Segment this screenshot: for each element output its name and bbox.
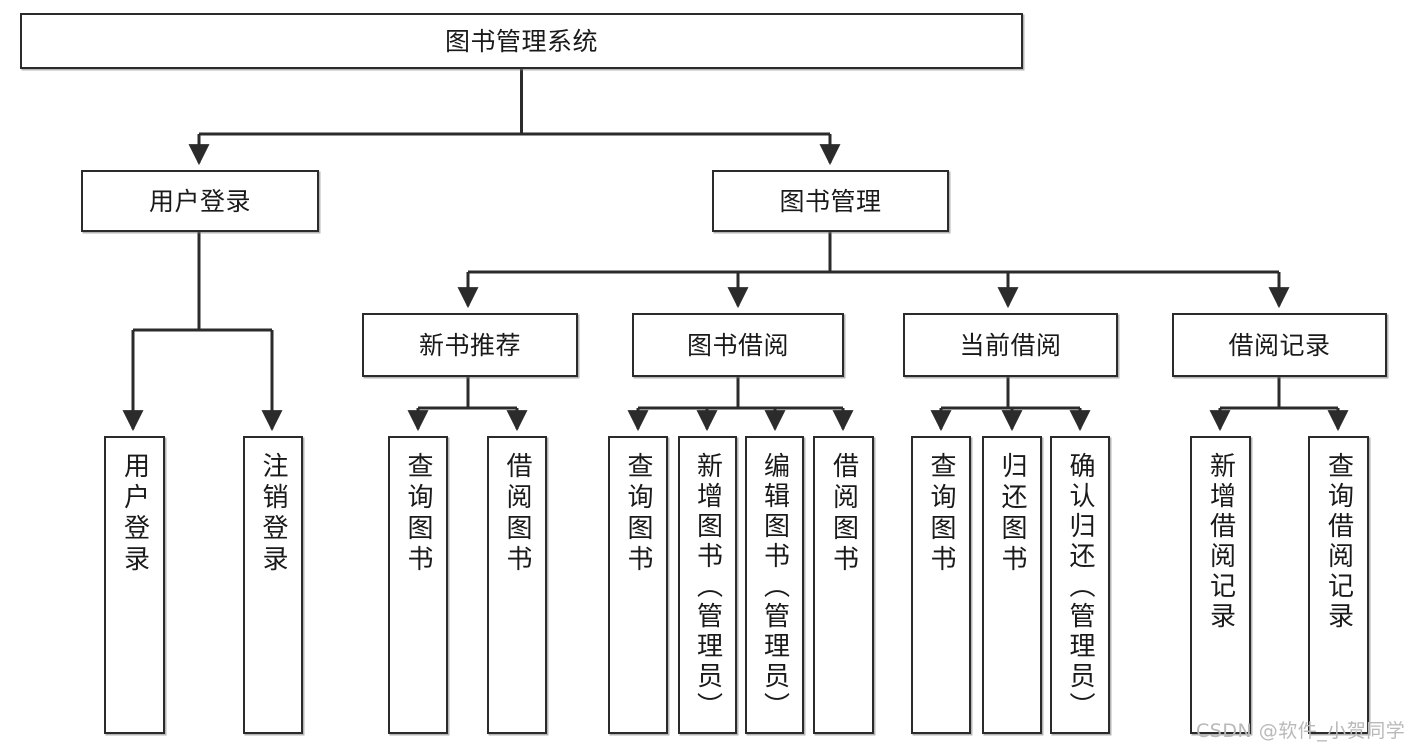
leaf-confirm-return-label: 确认归还（管理员） [1065,452,1095,722]
leaf-edit-book-label: 编辑图书（管理员） [759,452,790,722]
node-book-manage[interactable]: 图书管理 [712,170,949,232]
leaf-borrow-book-1[interactable]: 借阅图书 [487,436,547,734]
leaf-user-login[interactable]: 用户登录 [104,436,165,734]
csdn-watermark: CSDN @软件_小贺同学 [1196,720,1405,742]
leaf-borrow-book-2-label: 借阅图书 [828,452,859,576]
node-new-book-rec-label: 新书推荐 [418,330,521,360]
leaf-add-book-label: 新增图书（管理员） [692,452,723,722]
leaf-return-book[interactable]: 归还图书 [982,436,1042,734]
leaf-add-record[interactable]: 新增借阅记录 [1190,436,1251,734]
node-current-borrow[interactable]: 当前借阅 [903,313,1118,377]
leaf-query-book-2-label: 查询图书 [623,452,653,576]
leaf-logout[interactable]: 注销登录 [243,436,303,734]
node-book-manage-label: 图书管理 [779,186,882,216]
node-book-borrow[interactable]: 图书借阅 [632,313,844,377]
leaf-query-book-1-label: 查询图书 [403,452,433,576]
leaf-edit-book[interactable]: 编辑图书（管理员） [745,436,804,734]
node-new-book-rec[interactable]: 新书推荐 [362,313,578,377]
leaf-add-record-label: 新增借阅记录 [1205,452,1236,632]
leaf-user-login-label: 用户登录 [119,452,150,576]
node-borrow-record-label: 借阅记录 [1228,330,1331,360]
leaf-query-book-1[interactable]: 查询图书 [388,436,448,734]
leaf-borrow-book-2[interactable]: 借阅图书 [813,436,874,734]
node-borrow-record[interactable]: 借阅记录 [1172,313,1387,377]
leaf-logout-label: 注销登录 [258,452,288,576]
leaf-confirm-return[interactable]: 确认归还（管理员） [1050,436,1110,734]
leaf-return-book-label: 归还图书 [997,452,1027,576]
node-book-borrow-label: 图书借阅 [686,330,789,360]
leaf-query-book-3-label: 查询图书 [926,452,956,576]
leaf-query-book-2[interactable]: 查询图书 [608,436,668,734]
node-root-label: 图书管理系统 [444,26,598,56]
node-user-login-label: 用户登录 [148,186,251,216]
node-root[interactable]: 图书管理系统 [20,13,1023,69]
leaf-borrow-book-1-label: 借阅图书 [502,452,532,576]
node-user-login[interactable]: 用户登录 [81,170,319,232]
leaf-add-book[interactable]: 新增图书（管理员） [678,436,737,734]
leaf-query-record[interactable]: 查询借阅记录 [1308,436,1369,734]
leaf-query-book-3[interactable]: 查询图书 [911,436,971,734]
node-current-borrow-label: 当前借阅 [959,330,1062,360]
leaf-query-record-label: 查询借阅记录 [1323,452,1354,632]
